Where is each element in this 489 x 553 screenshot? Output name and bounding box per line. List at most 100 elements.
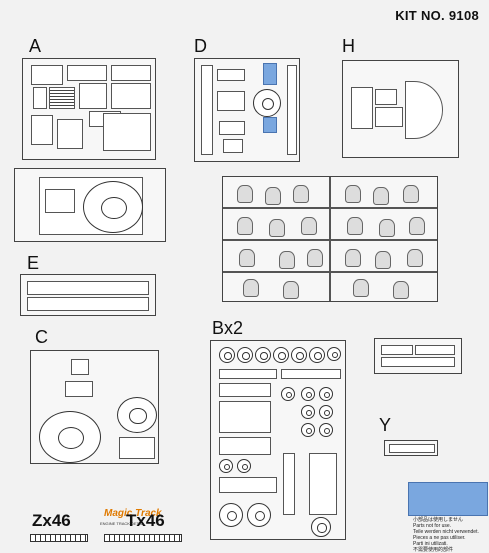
part xyxy=(283,453,295,515)
sprue-b xyxy=(210,340,346,540)
road-wheel xyxy=(255,347,271,363)
sprue-h xyxy=(342,60,459,158)
figure-part xyxy=(345,185,361,203)
sprue-label-b: Bx2 xyxy=(212,318,244,338)
turret-top-part xyxy=(39,411,101,463)
sprue-small xyxy=(374,338,462,374)
figure-part xyxy=(283,281,299,299)
figure-part xyxy=(237,185,253,203)
part xyxy=(65,381,93,397)
part xyxy=(33,87,47,109)
figure-part xyxy=(373,187,389,205)
fender-part xyxy=(27,281,149,295)
part xyxy=(281,369,341,379)
cupola-part xyxy=(117,397,157,433)
hull-bottom xyxy=(14,168,166,242)
part xyxy=(389,444,435,453)
legend-line: Parts not for use. xyxy=(413,523,452,529)
part xyxy=(375,89,397,105)
road-wheel xyxy=(327,347,341,361)
road-wheel xyxy=(319,405,333,419)
sprue-e xyxy=(20,274,156,316)
part xyxy=(415,345,455,355)
legend-line: Teile werden nicht verwendet. xyxy=(413,529,479,535)
road-wheel xyxy=(291,347,307,363)
part xyxy=(111,83,151,109)
track-link-strip xyxy=(104,534,182,542)
track-label-zx: Zx46 xyxy=(32,511,71,530)
road-wheel xyxy=(273,347,289,363)
legend-line: Pieces a ne pas utiliser. xyxy=(413,535,466,541)
legend-swatch xyxy=(408,482,488,516)
sprue-label-a: A xyxy=(29,36,42,56)
sprue-figures xyxy=(222,176,438,302)
part xyxy=(79,83,107,109)
figure-part xyxy=(301,217,317,235)
track-link-strip xyxy=(30,534,88,542)
figure-part xyxy=(407,249,423,267)
part xyxy=(381,345,413,355)
part xyxy=(219,477,277,493)
road-wheel xyxy=(237,347,253,363)
figure-part xyxy=(237,217,253,235)
legend-line: 不需要使用的部件 xyxy=(413,547,454,553)
part xyxy=(31,115,53,145)
part xyxy=(219,401,271,433)
figure-part xyxy=(353,279,369,297)
figure-part xyxy=(279,251,295,269)
road-wheel xyxy=(219,459,233,473)
legend-line: 小部品は使用しません xyxy=(413,517,463,523)
hull-top-part xyxy=(103,113,151,151)
legend: 小部品は使用しません Parts not for use. Teile werd… xyxy=(413,517,489,553)
mantlet-part xyxy=(405,81,443,139)
part xyxy=(57,119,83,149)
sprue-label-e: E xyxy=(27,253,40,273)
road-wheel xyxy=(237,459,251,473)
figure-part xyxy=(393,281,409,299)
road-wheel xyxy=(301,405,315,419)
unused-part-highlight xyxy=(263,117,277,133)
sprue-y xyxy=(384,440,438,456)
kit-number: KIT NO. 9108 xyxy=(395,8,479,23)
figure-part xyxy=(345,249,361,267)
figure-part xyxy=(375,251,391,269)
part xyxy=(111,65,151,81)
figure-part xyxy=(347,217,363,235)
unused-part-highlight xyxy=(263,63,277,85)
part xyxy=(219,369,277,379)
track-label-tx: Tx46 xyxy=(126,511,165,530)
part xyxy=(217,91,245,111)
turret-ring xyxy=(83,181,143,233)
magic-track-subtitle: ENGINE TRACK DETAIL xyxy=(100,521,145,526)
grille-part xyxy=(49,87,75,109)
sprue-label-h: H xyxy=(342,36,355,56)
sprocket-wheel xyxy=(219,503,243,527)
sprocket-wheel xyxy=(247,503,271,527)
idler-wheel xyxy=(311,517,331,537)
barrel-part xyxy=(287,65,297,155)
figure-part xyxy=(265,187,281,205)
barrel-part xyxy=(201,65,213,155)
road-wheel xyxy=(319,423,333,437)
sprue-a xyxy=(22,58,156,160)
road-wheel xyxy=(219,347,235,363)
part xyxy=(375,107,403,127)
sprue-c xyxy=(30,350,159,464)
part xyxy=(381,357,455,367)
part xyxy=(67,65,107,81)
sprue-label-y: Y xyxy=(379,415,392,435)
figure-part xyxy=(293,185,309,203)
figure-part xyxy=(239,249,255,267)
figure-part xyxy=(403,185,419,203)
sprue-label-c: C xyxy=(35,327,48,347)
part xyxy=(217,69,245,81)
part xyxy=(219,383,271,397)
part xyxy=(119,437,155,459)
sprue-label-d: D xyxy=(194,36,207,56)
figure-part xyxy=(243,279,259,297)
figure-part xyxy=(409,217,425,235)
road-wheel xyxy=(309,347,325,363)
figure-part xyxy=(269,219,285,237)
fender-part xyxy=(27,297,149,311)
part xyxy=(45,189,75,213)
